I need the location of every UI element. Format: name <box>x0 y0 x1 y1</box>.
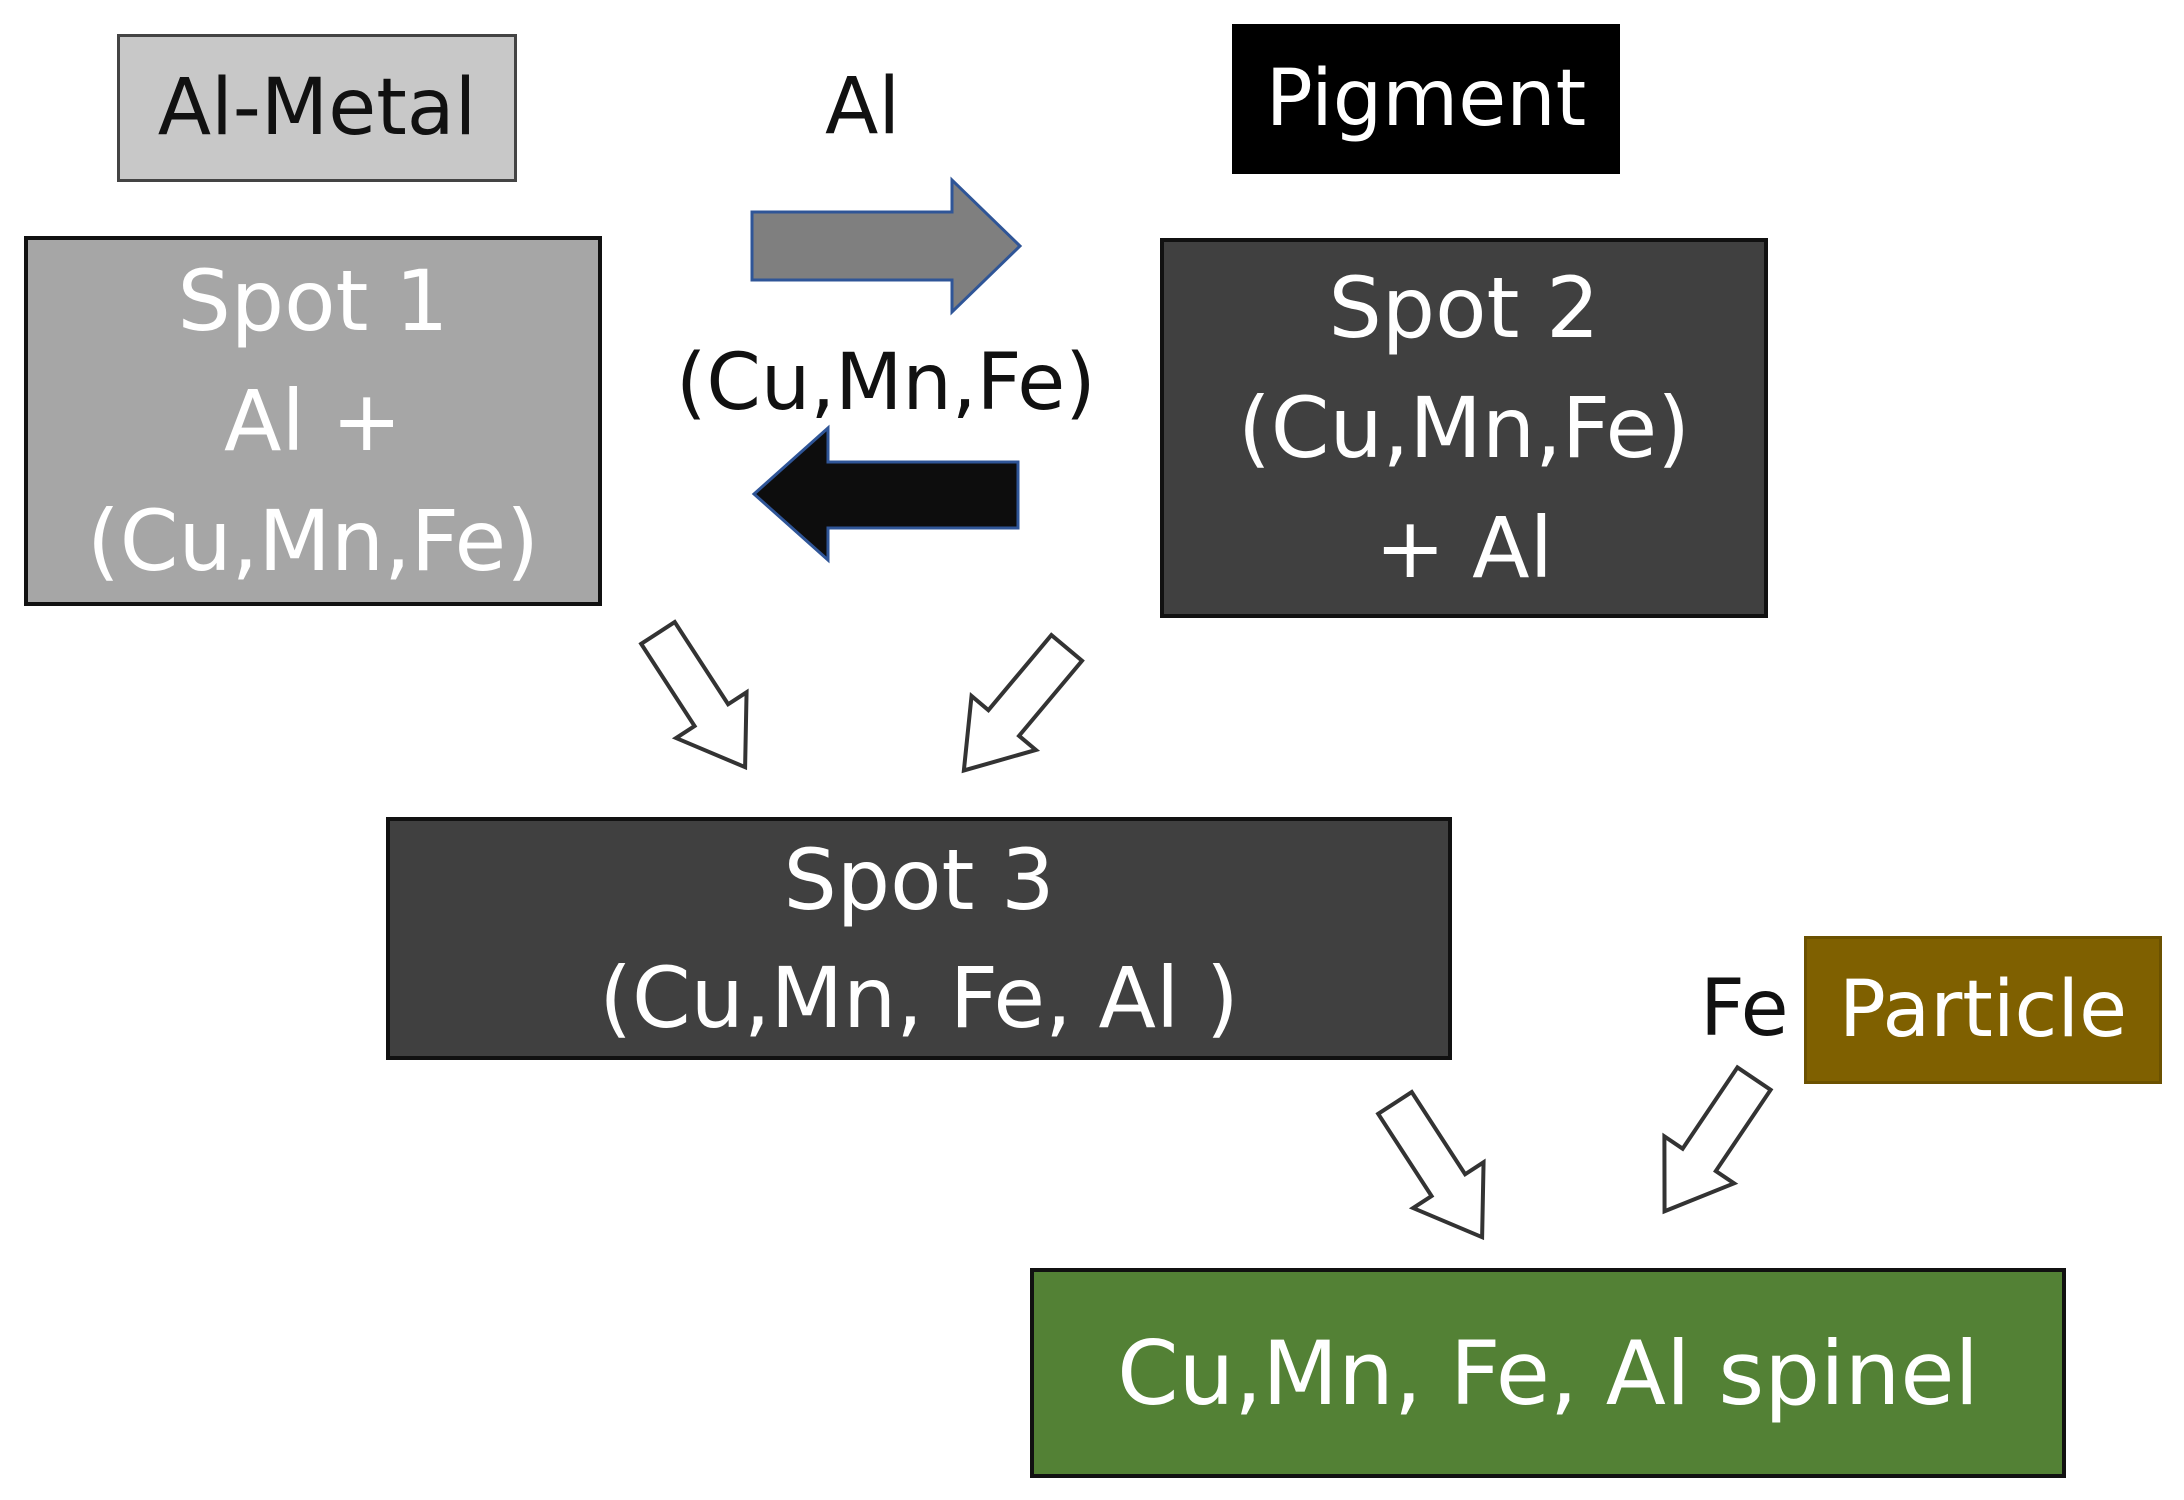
hollow-arrow-spot3-to-spinel <box>1375 1089 1486 1241</box>
spot3-line2: (Cu,Mn, Fe, Al ) <box>599 948 1239 1047</box>
spot3-box: Spot 3 (Cu,Mn, Fe, Al ) <box>386 817 1452 1060</box>
spinel-box: Cu,Mn, Fe, Al spinel <box>1030 1268 2066 1478</box>
spot1-line3: (Cu,Mn,Fe) <box>87 492 539 590</box>
fe-flow-label: Fe <box>1700 964 1789 1054</box>
spot1-line2: Al + <box>224 372 402 470</box>
spot1-box: Spot 1 Al + (Cu,Mn,Fe) <box>24 236 602 606</box>
al-flow-label: Al <box>825 62 900 152</box>
al-metal-text: Al-Metal <box>157 63 477 153</box>
spot2-line2: (Cu,Mn,Fe) <box>1238 379 1690 477</box>
spinel-text: Cu,Mn, Fe, Al spinel <box>1117 1321 1979 1425</box>
particle-text: Particle <box>1838 965 2128 1055</box>
al-transfer-arrow <box>750 176 1023 316</box>
cumnfe-flow-label: (Cu,Mn,Fe) <box>676 338 1096 428</box>
spot3-title: Spot 3 <box>783 830 1055 929</box>
hollow-arrow-fe-to-spinel <box>1662 1064 1774 1215</box>
spot1-title: Spot 1 <box>177 252 449 350</box>
hollow-arrow-spot1-to-spot3 <box>638 619 749 771</box>
al-flow-text: Al <box>825 62 901 152</box>
pigment-label: Pigment <box>1232 24 1620 174</box>
fe-flow-text: Fe <box>1700 964 1789 1054</box>
spot2-title: Spot 2 <box>1328 259 1600 357</box>
spot2-line3: + Al <box>1375 499 1553 597</box>
pigment-text: Pigment <box>1265 54 1587 144</box>
cumnfe-flow-text: (Cu,Mn,Fe) <box>676 338 1096 428</box>
cumnfe-transfer-arrow <box>751 424 1020 564</box>
hollow-arrow-spot2-to-spot3 <box>961 632 1085 774</box>
spot2-box: Spot 2 (Cu,Mn,Fe) + Al <box>1160 238 1768 618</box>
particle-label: Particle <box>1804 936 2162 1084</box>
al-metal-label: Al-Metal <box>117 34 517 182</box>
